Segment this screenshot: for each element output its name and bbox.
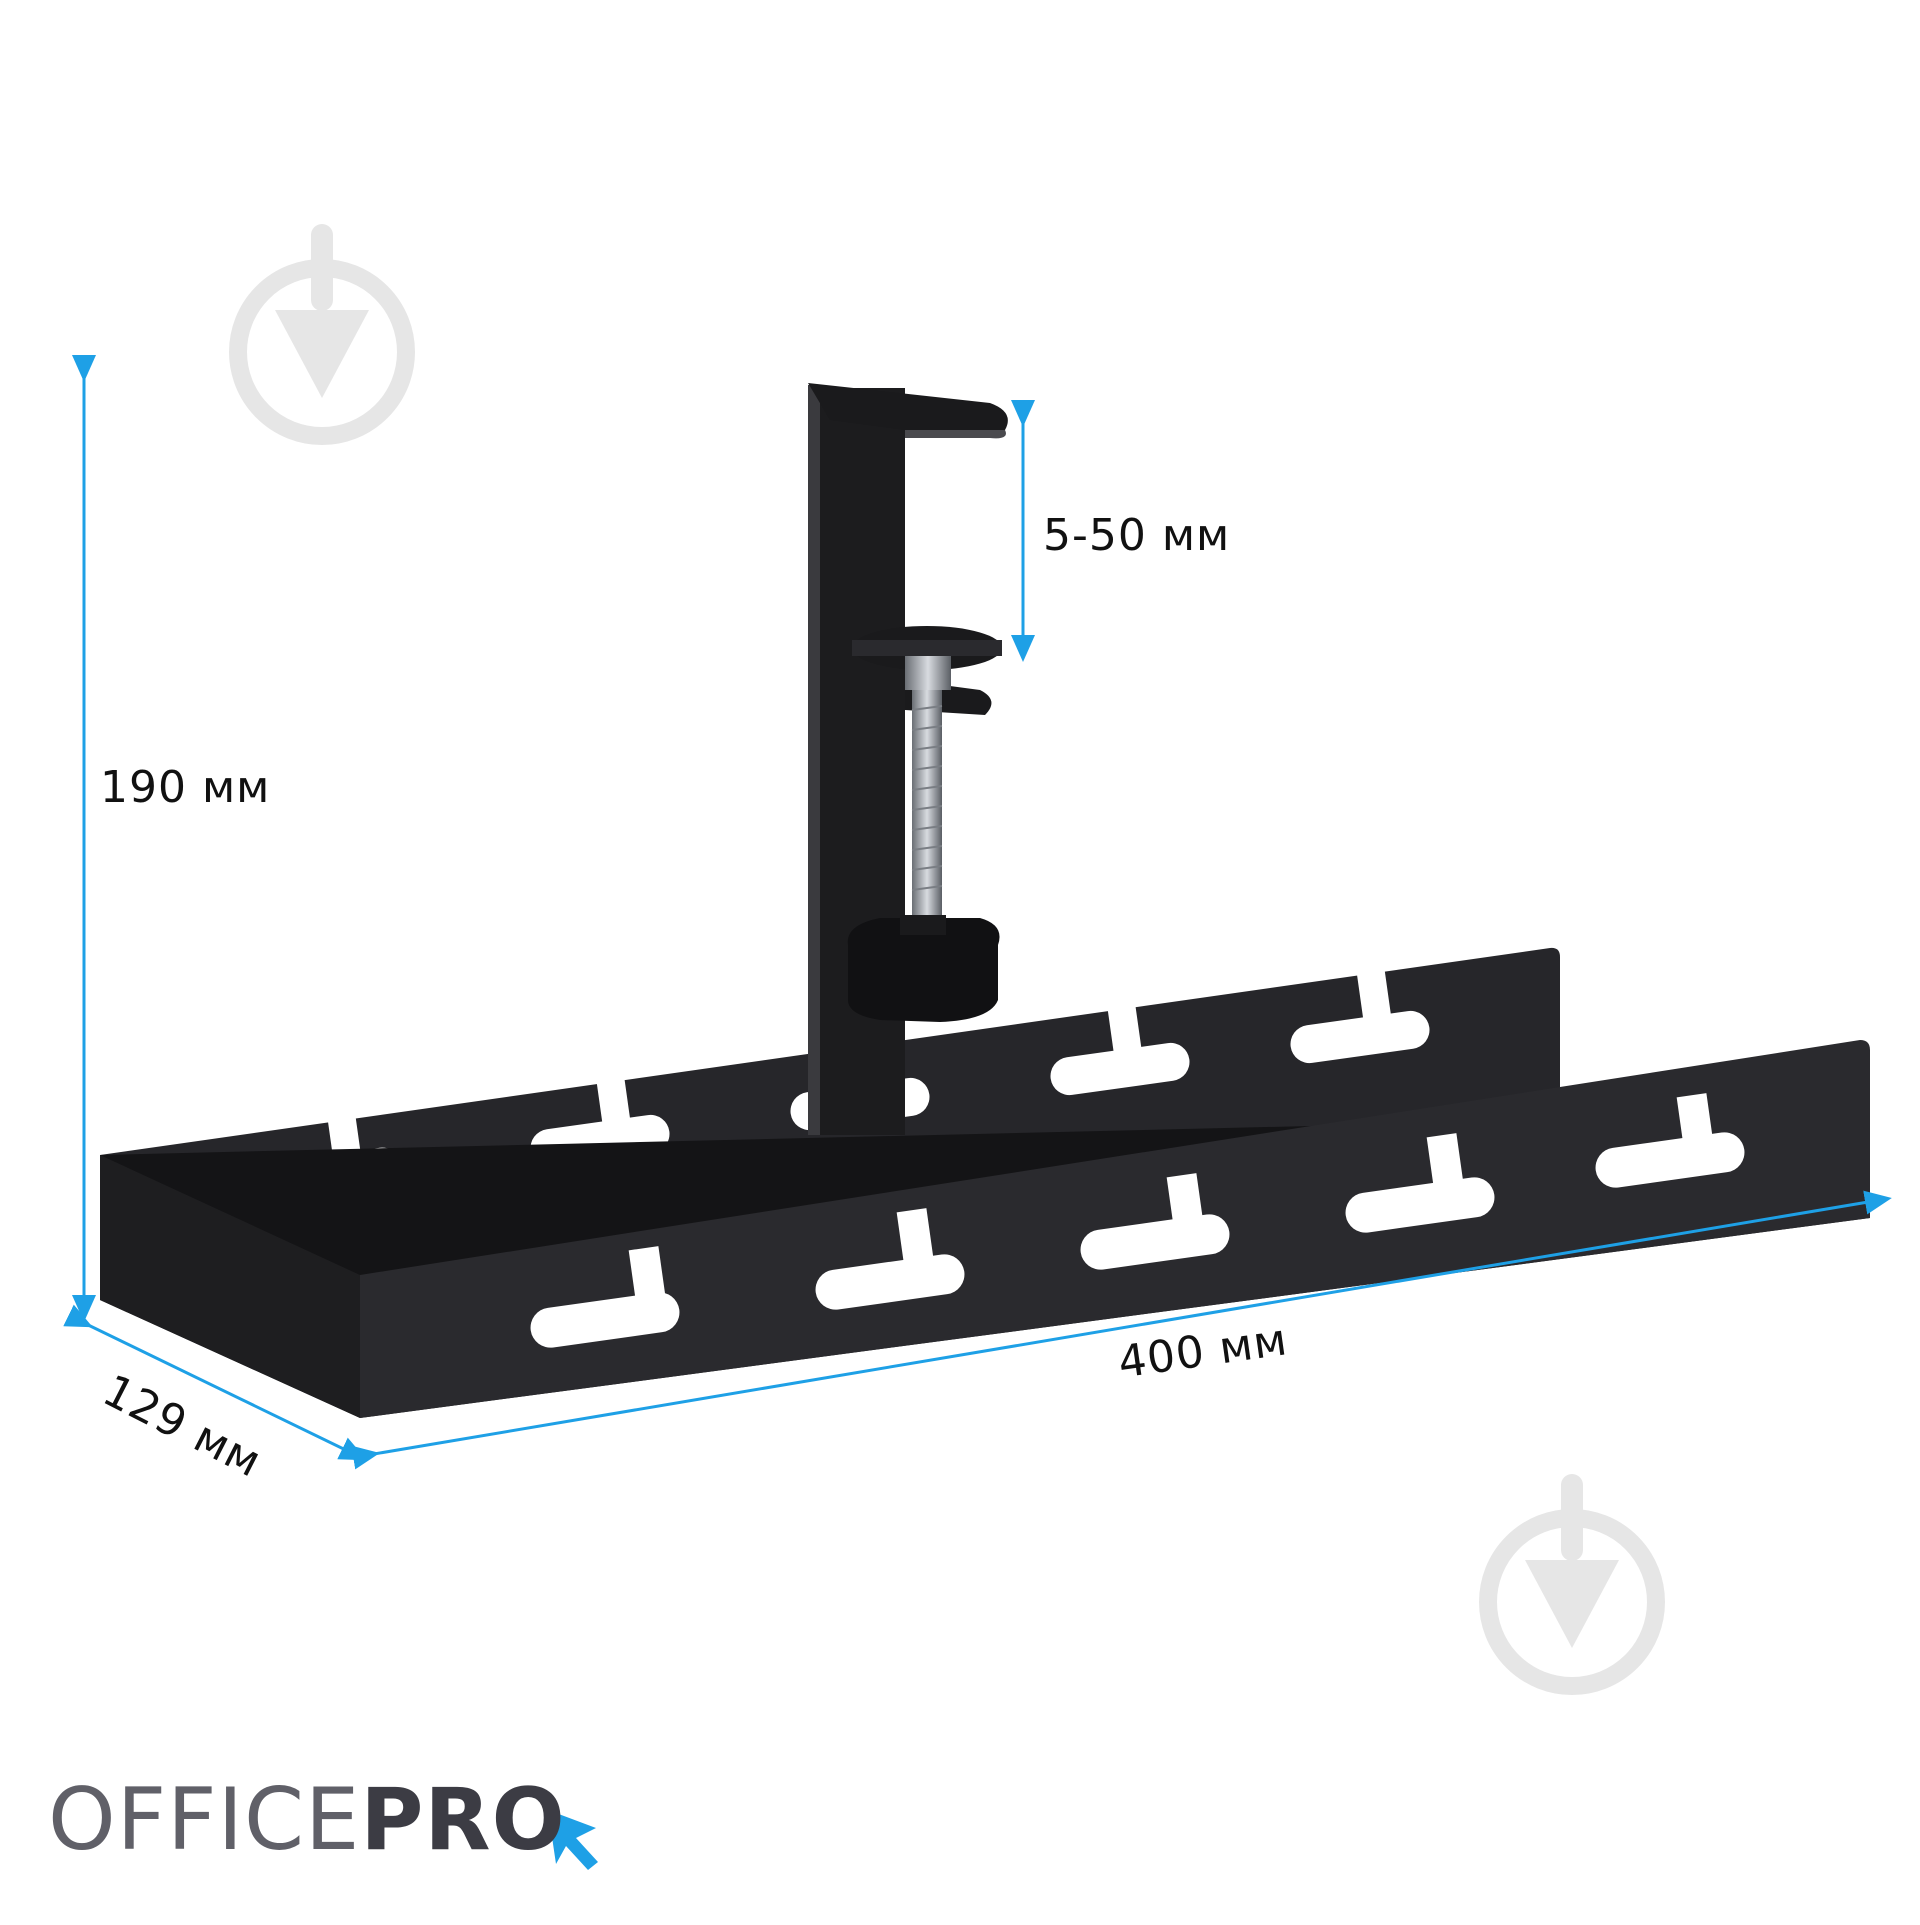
dimension-lines xyxy=(63,355,1892,1470)
clamp-range-label: 5-50 мм xyxy=(1043,510,1231,561)
clamp-screw xyxy=(847,626,1002,1022)
cursor-arrow-icon xyxy=(548,1810,598,1870)
height-label: 190 мм xyxy=(100,762,271,813)
watermark-download-icon xyxy=(229,224,415,445)
length-dimension-line xyxy=(351,1190,1892,1470)
logo-text-light: OFFICE xyxy=(48,1770,361,1870)
clamp-bracket xyxy=(808,383,1008,1135)
watermark-download-icon xyxy=(1479,1474,1665,1695)
logo-text-bold: PRO xyxy=(360,1770,566,1870)
depth-dimension-line xyxy=(63,1304,367,1461)
brand-logo: OFFICEPRO xyxy=(48,1770,566,1870)
